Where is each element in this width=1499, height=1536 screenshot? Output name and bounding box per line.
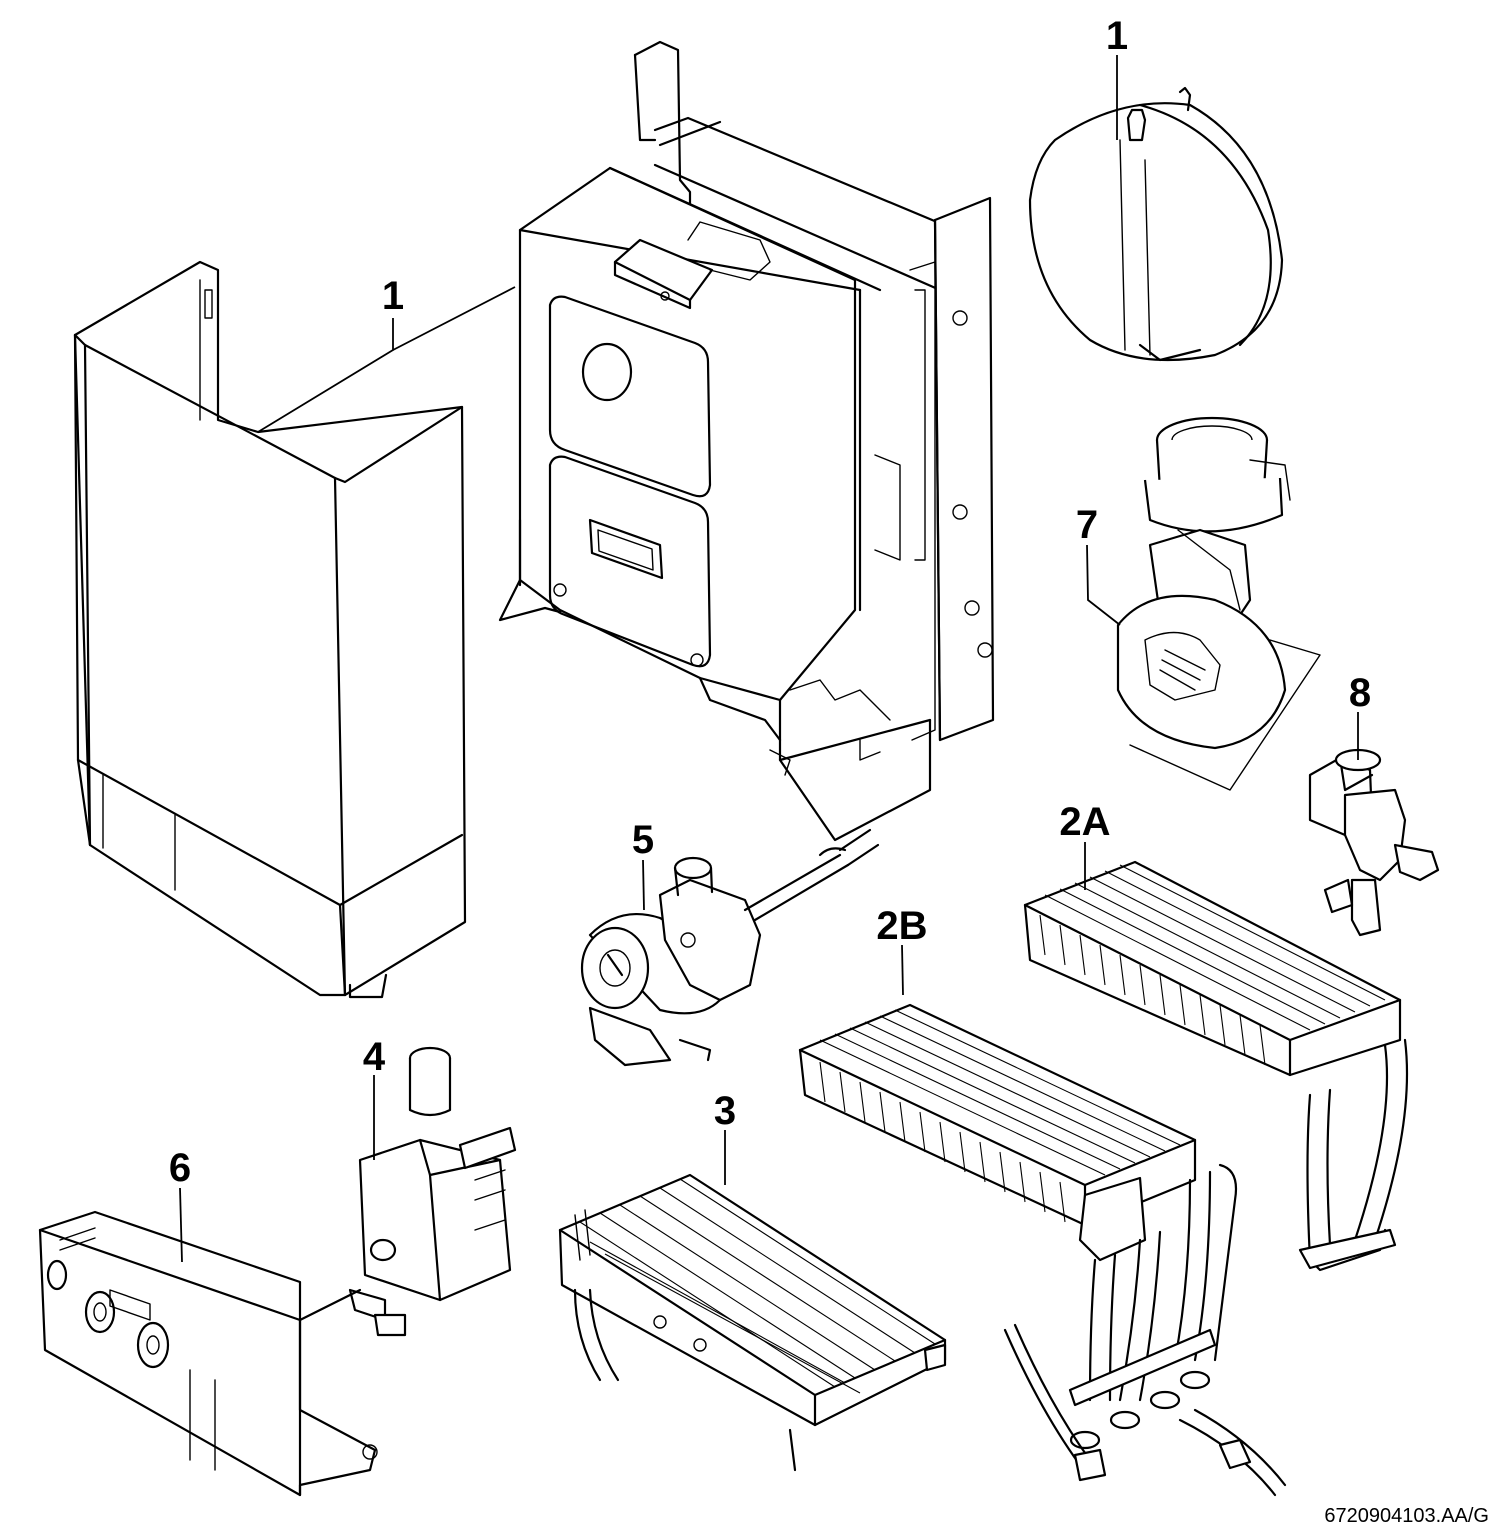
- document-reference: 6720904103.AA/G: [1324, 1505, 1489, 1527]
- pump-part: [580, 828, 880, 1067]
- heat-exchanger-2a: [1023, 860, 1409, 1272]
- callout-fan: 7: [1075, 503, 1099, 547]
- callout-expansion-vessel: 1: [1105, 14, 1129, 58]
- gas-valve-part: [348, 1046, 517, 1337]
- callout-valve: 8: [1348, 671, 1372, 715]
- heat-exchanger-2b: [798, 1003, 1287, 1497]
- callout-casing: 1: [381, 274, 405, 318]
- fan-assembly: [1116, 416, 1321, 791]
- callout-gas-valve: 4: [362, 1035, 386, 1079]
- front-casing: [73, 260, 467, 999]
- leader-lines: [179, 55, 1359, 1263]
- callout-heat-exchanger-a: 2A: [1059, 800, 1111, 844]
- callout-heat-exchanger-b: 2B: [876, 904, 928, 948]
- callout-control-panel: 6: [168, 1146, 192, 1190]
- valve-part: [1308, 748, 1440, 937]
- burner-part: [558, 1173, 947, 1472]
- callout-burner: 3: [713, 1089, 737, 1133]
- boiler-chassis: [498, 40, 995, 842]
- callout-pump: 5: [631, 818, 655, 862]
- control-panel-part: [38, 1210, 378, 1497]
- expansion-vessel-part: [1028, 86, 1284, 362]
